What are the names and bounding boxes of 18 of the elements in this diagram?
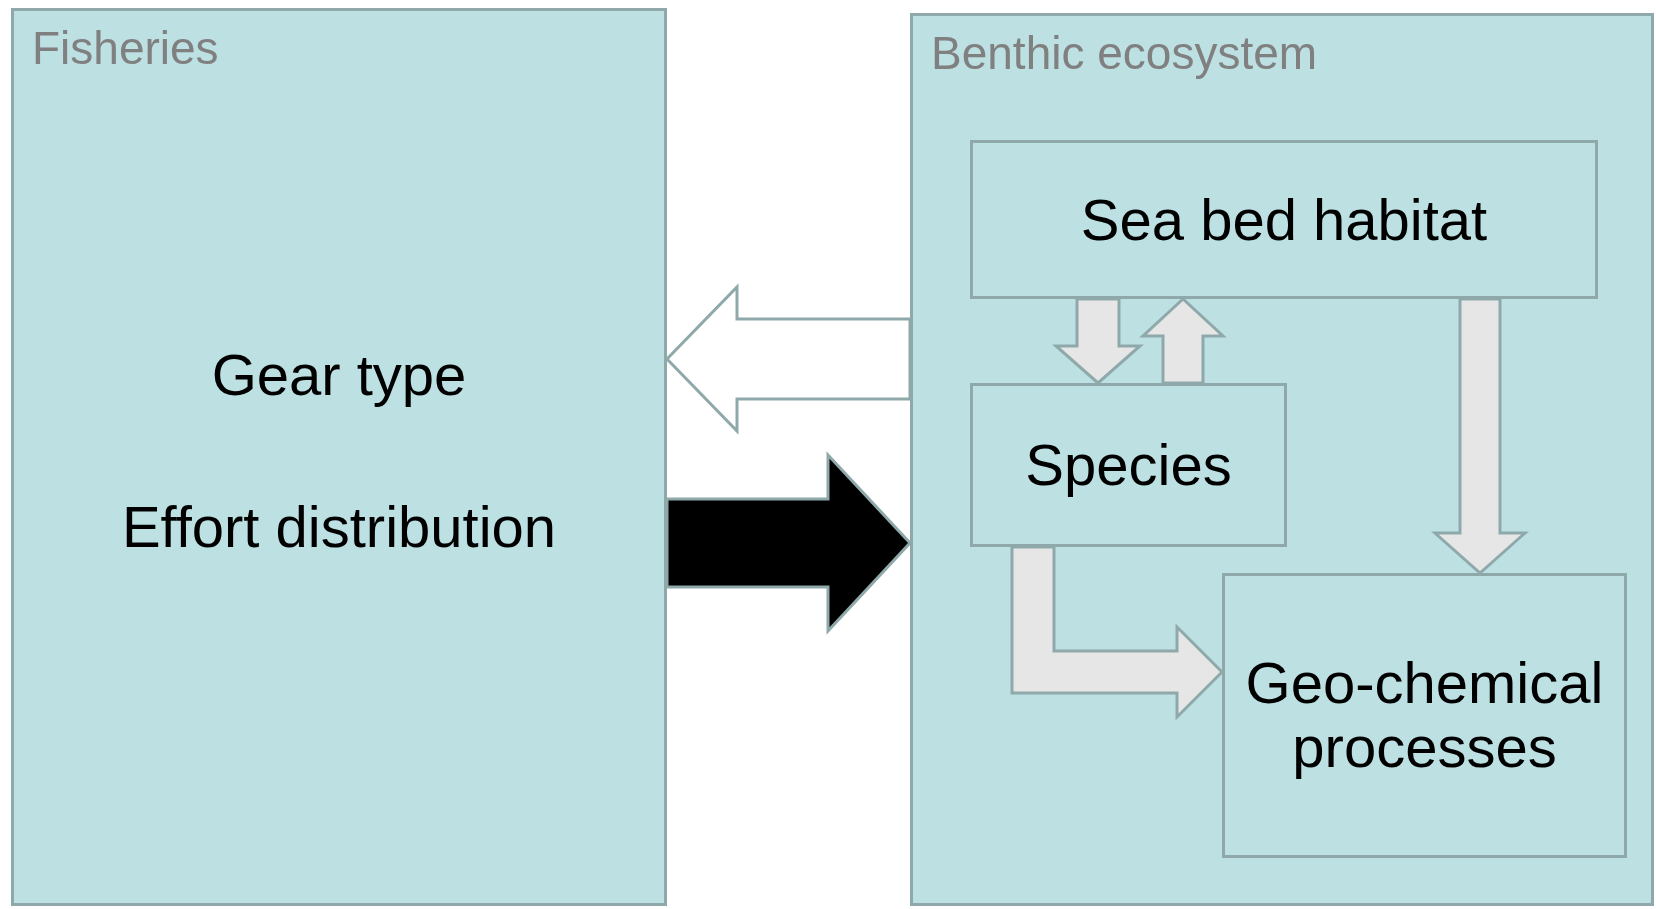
box-label: Effort distribution xyxy=(120,495,558,560)
process-box xyxy=(1222,573,1627,858)
box-label: Sea bed habitat xyxy=(1079,187,1489,252)
block-arrow xyxy=(1052,297,1144,385)
block-arrow xyxy=(665,451,913,635)
block-arrow xyxy=(1139,296,1227,385)
box-label: Geo-chemical processes xyxy=(1244,650,1605,781)
box-label: Species xyxy=(1024,432,1233,498)
block-arrow xyxy=(664,283,912,435)
group-panel xyxy=(910,13,1654,906)
group-panel xyxy=(11,8,667,906)
process-box xyxy=(970,383,1287,547)
process-box xyxy=(970,140,1598,299)
block-arrow xyxy=(1010,545,1225,721)
block-arrow xyxy=(1431,297,1529,575)
panel-heading: Benthic ecosystem xyxy=(931,26,1318,80)
panel-heading: Fisheries xyxy=(32,21,219,75)
box-label: Gear type xyxy=(210,343,468,408)
